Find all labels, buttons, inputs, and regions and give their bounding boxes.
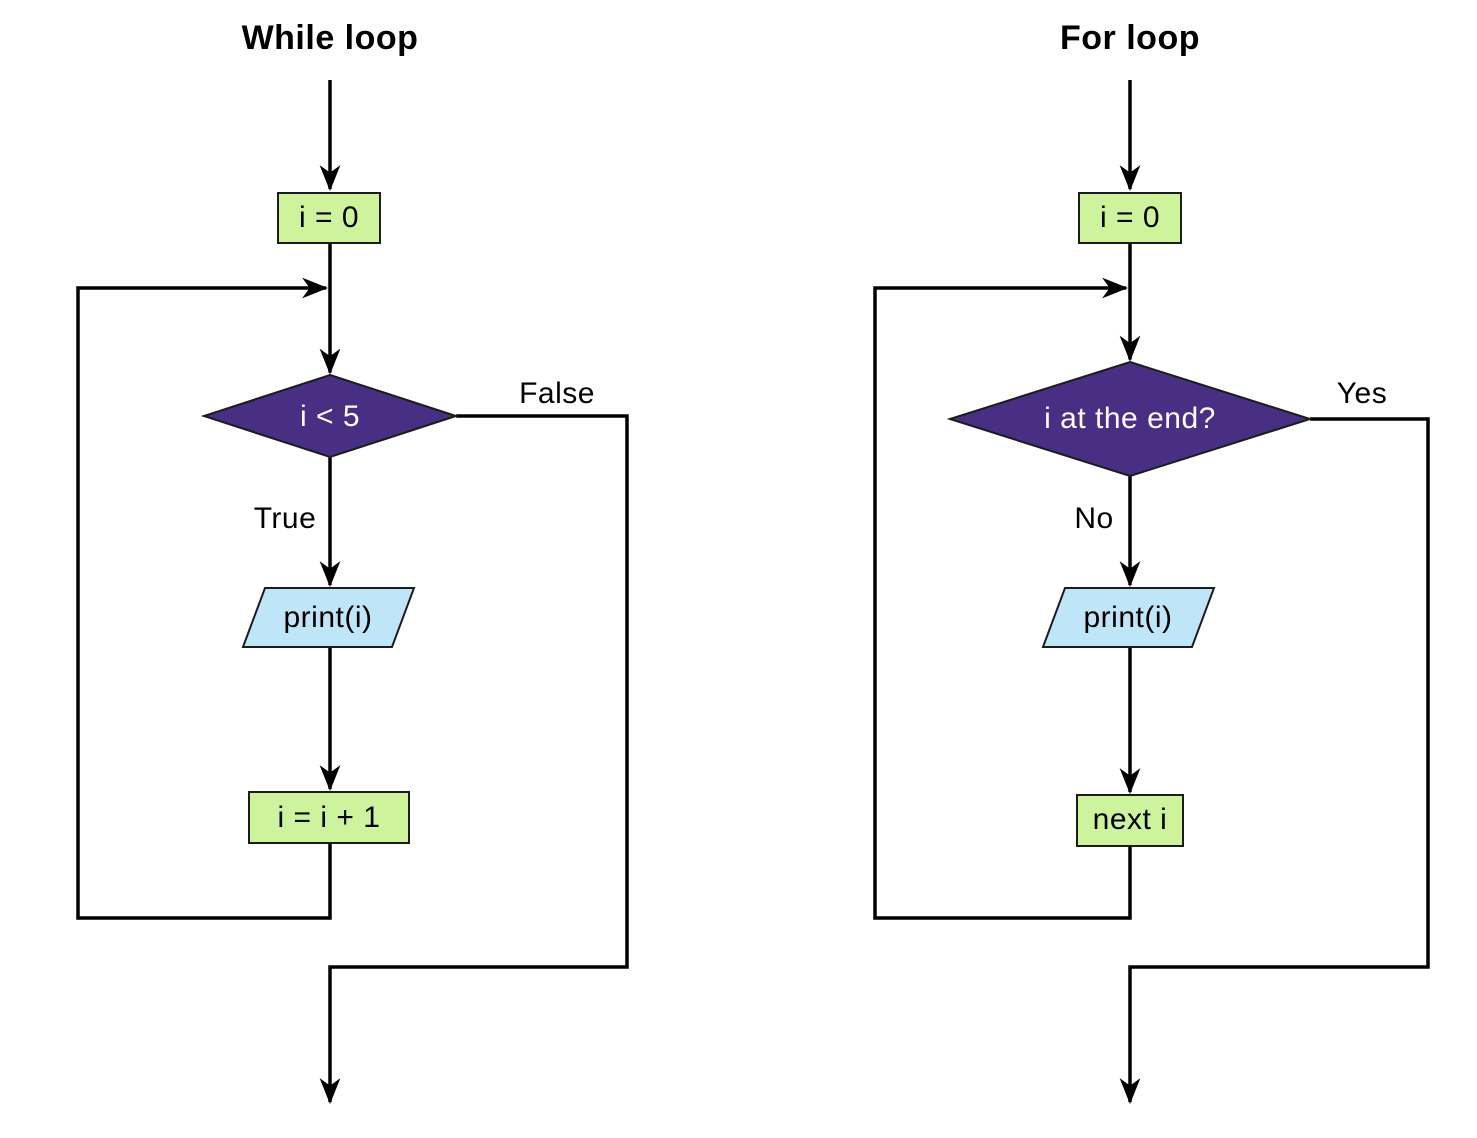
for-edge-yes-exit: [1119, 417, 1430, 1105]
while-true-edge-label: True: [253, 502, 317, 535]
while-false-edge-label: False: [519, 377, 595, 410]
for-condition-diamond: [946, 360, 1314, 478]
for-print-parallelogram: [1041, 587, 1216, 648]
for-body-label: print(i): [1083, 601, 1173, 634]
while-increment-label: i = i + 1: [277, 801, 381, 834]
for-init-box: [1078, 192, 1182, 244]
while-edge-false-exit: [319, 414, 629, 1105]
while-condition-label: i < 5: [299, 400, 361, 433]
for-no-edge-label: No: [1074, 502, 1114, 535]
for-increment-label: next i: [1092, 803, 1168, 836]
for-yes-edge-label: Yes: [1336, 377, 1388, 410]
while-edge-loop-back: [76, 277, 332, 920]
for-loop-title: For loop: [1060, 19, 1200, 57]
for-edge-loop-back: [873, 277, 1132, 920]
while-init-label: i = 0: [298, 201, 360, 234]
while-print-parallelogram: [241, 587, 416, 648]
while-increment-box: [248, 791, 410, 844]
for-increment-box: [1076, 794, 1184, 847]
for-condition-label: i at the end?: [1044, 402, 1216, 435]
for-init-label: i = 0: [1099, 201, 1161, 234]
while-body-label: print(i): [283, 601, 373, 634]
while-condition-diamond: [200, 373, 460, 459]
while-loop-title: While loop: [241, 19, 419, 57]
while-init-box: [277, 192, 381, 244]
